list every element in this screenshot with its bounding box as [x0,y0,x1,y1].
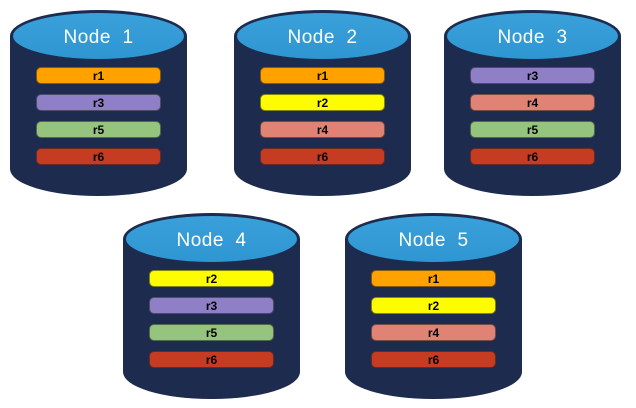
replica-label: r5 [526,122,539,137]
replica-label: r3 [92,95,105,110]
replica-bar-r5: r5 [149,324,274,341]
database-node: Node 1 r1 r3 r5 r6 [10,10,187,196]
replica-label: r1 [92,68,105,83]
replica-bar-r2: r2 [149,270,274,287]
replica-bar-r4: r4 [371,324,496,341]
database-node: Node 3 r3 r4 r5 r6 [444,10,621,196]
replica-bar-r1: r1 [371,270,496,287]
replica-label: r2 [316,95,329,110]
replica-label: r5 [205,325,218,340]
replica-label: r6 [316,149,329,164]
replica-label: r5 [92,122,105,137]
replica-label: r3 [205,298,218,313]
replica-label: r2 [205,271,218,286]
cylinder-top: Node 3 [444,10,621,62]
node-label: Node 2 [287,26,358,48]
replica-bar-r2: r2 [260,94,385,111]
replica-bar-r2: r2 [371,297,496,314]
replica-bar-r3: r3 [36,94,161,111]
replica-bar-r1: r1 [36,67,161,84]
cylinder-top: Node 4 [123,213,300,265]
replica-list: r1 r2 r4 r6 [371,270,496,368]
replica-list: r1 r3 r5 r6 [36,67,161,165]
replica-label: r2 [427,298,440,313]
database-node: Node 4 r2 r3 r5 r6 [123,213,300,399]
node-label: Node 4 [176,229,247,251]
cylinder-body [345,239,522,399]
node-label: Node 1 [63,26,134,48]
replica-bar-r6: r6 [470,148,595,165]
database-node: Node 5 r1 r2 r4 r6 [345,213,522,399]
replica-list: r1 r2 r4 r6 [260,67,385,165]
replica-bar-r4: r4 [470,94,595,111]
replica-bar-r1: r1 [260,67,385,84]
replica-label: r6 [92,149,105,164]
replica-bar-r5: r5 [470,121,595,138]
replica-bar-r6: r6 [36,148,161,165]
replica-bar-r4: r4 [260,121,385,138]
cylinder-top: Node 1 [10,10,187,62]
replica-label: r6 [526,149,539,164]
cylinder-top: Node 2 [234,10,411,62]
replica-bar-r5: r5 [36,121,161,138]
replica-bar-r3: r3 [149,297,274,314]
replica-bar-r6: r6 [371,351,496,368]
replica-list: r3 r4 r5 r6 [470,67,595,165]
replica-label: r3 [526,68,539,83]
node-label: Node 5 [398,229,469,251]
replica-label: r6 [205,352,218,367]
replica-label: r4 [316,122,329,137]
cylinder-body [234,36,411,196]
replica-label: r4 [526,95,539,110]
database-node: Node 2 r1 r2 r4 r6 [234,10,411,196]
cylinder-body [123,239,300,399]
cylinder-body [444,36,621,196]
cylinder-body [10,36,187,196]
replica-label: r1 [316,68,329,83]
replica-list: r2 r3 r5 r6 [149,270,274,368]
node-label: Node 3 [497,26,568,48]
replica-bar-r6: r6 [149,351,274,368]
replica-bar-r3: r3 [470,67,595,84]
replica-bar-r6: r6 [260,148,385,165]
cylinder-top: Node 5 [345,213,522,265]
replica-label: r4 [427,325,440,340]
replica-label: r1 [427,271,440,286]
replica-label: r6 [427,352,440,367]
